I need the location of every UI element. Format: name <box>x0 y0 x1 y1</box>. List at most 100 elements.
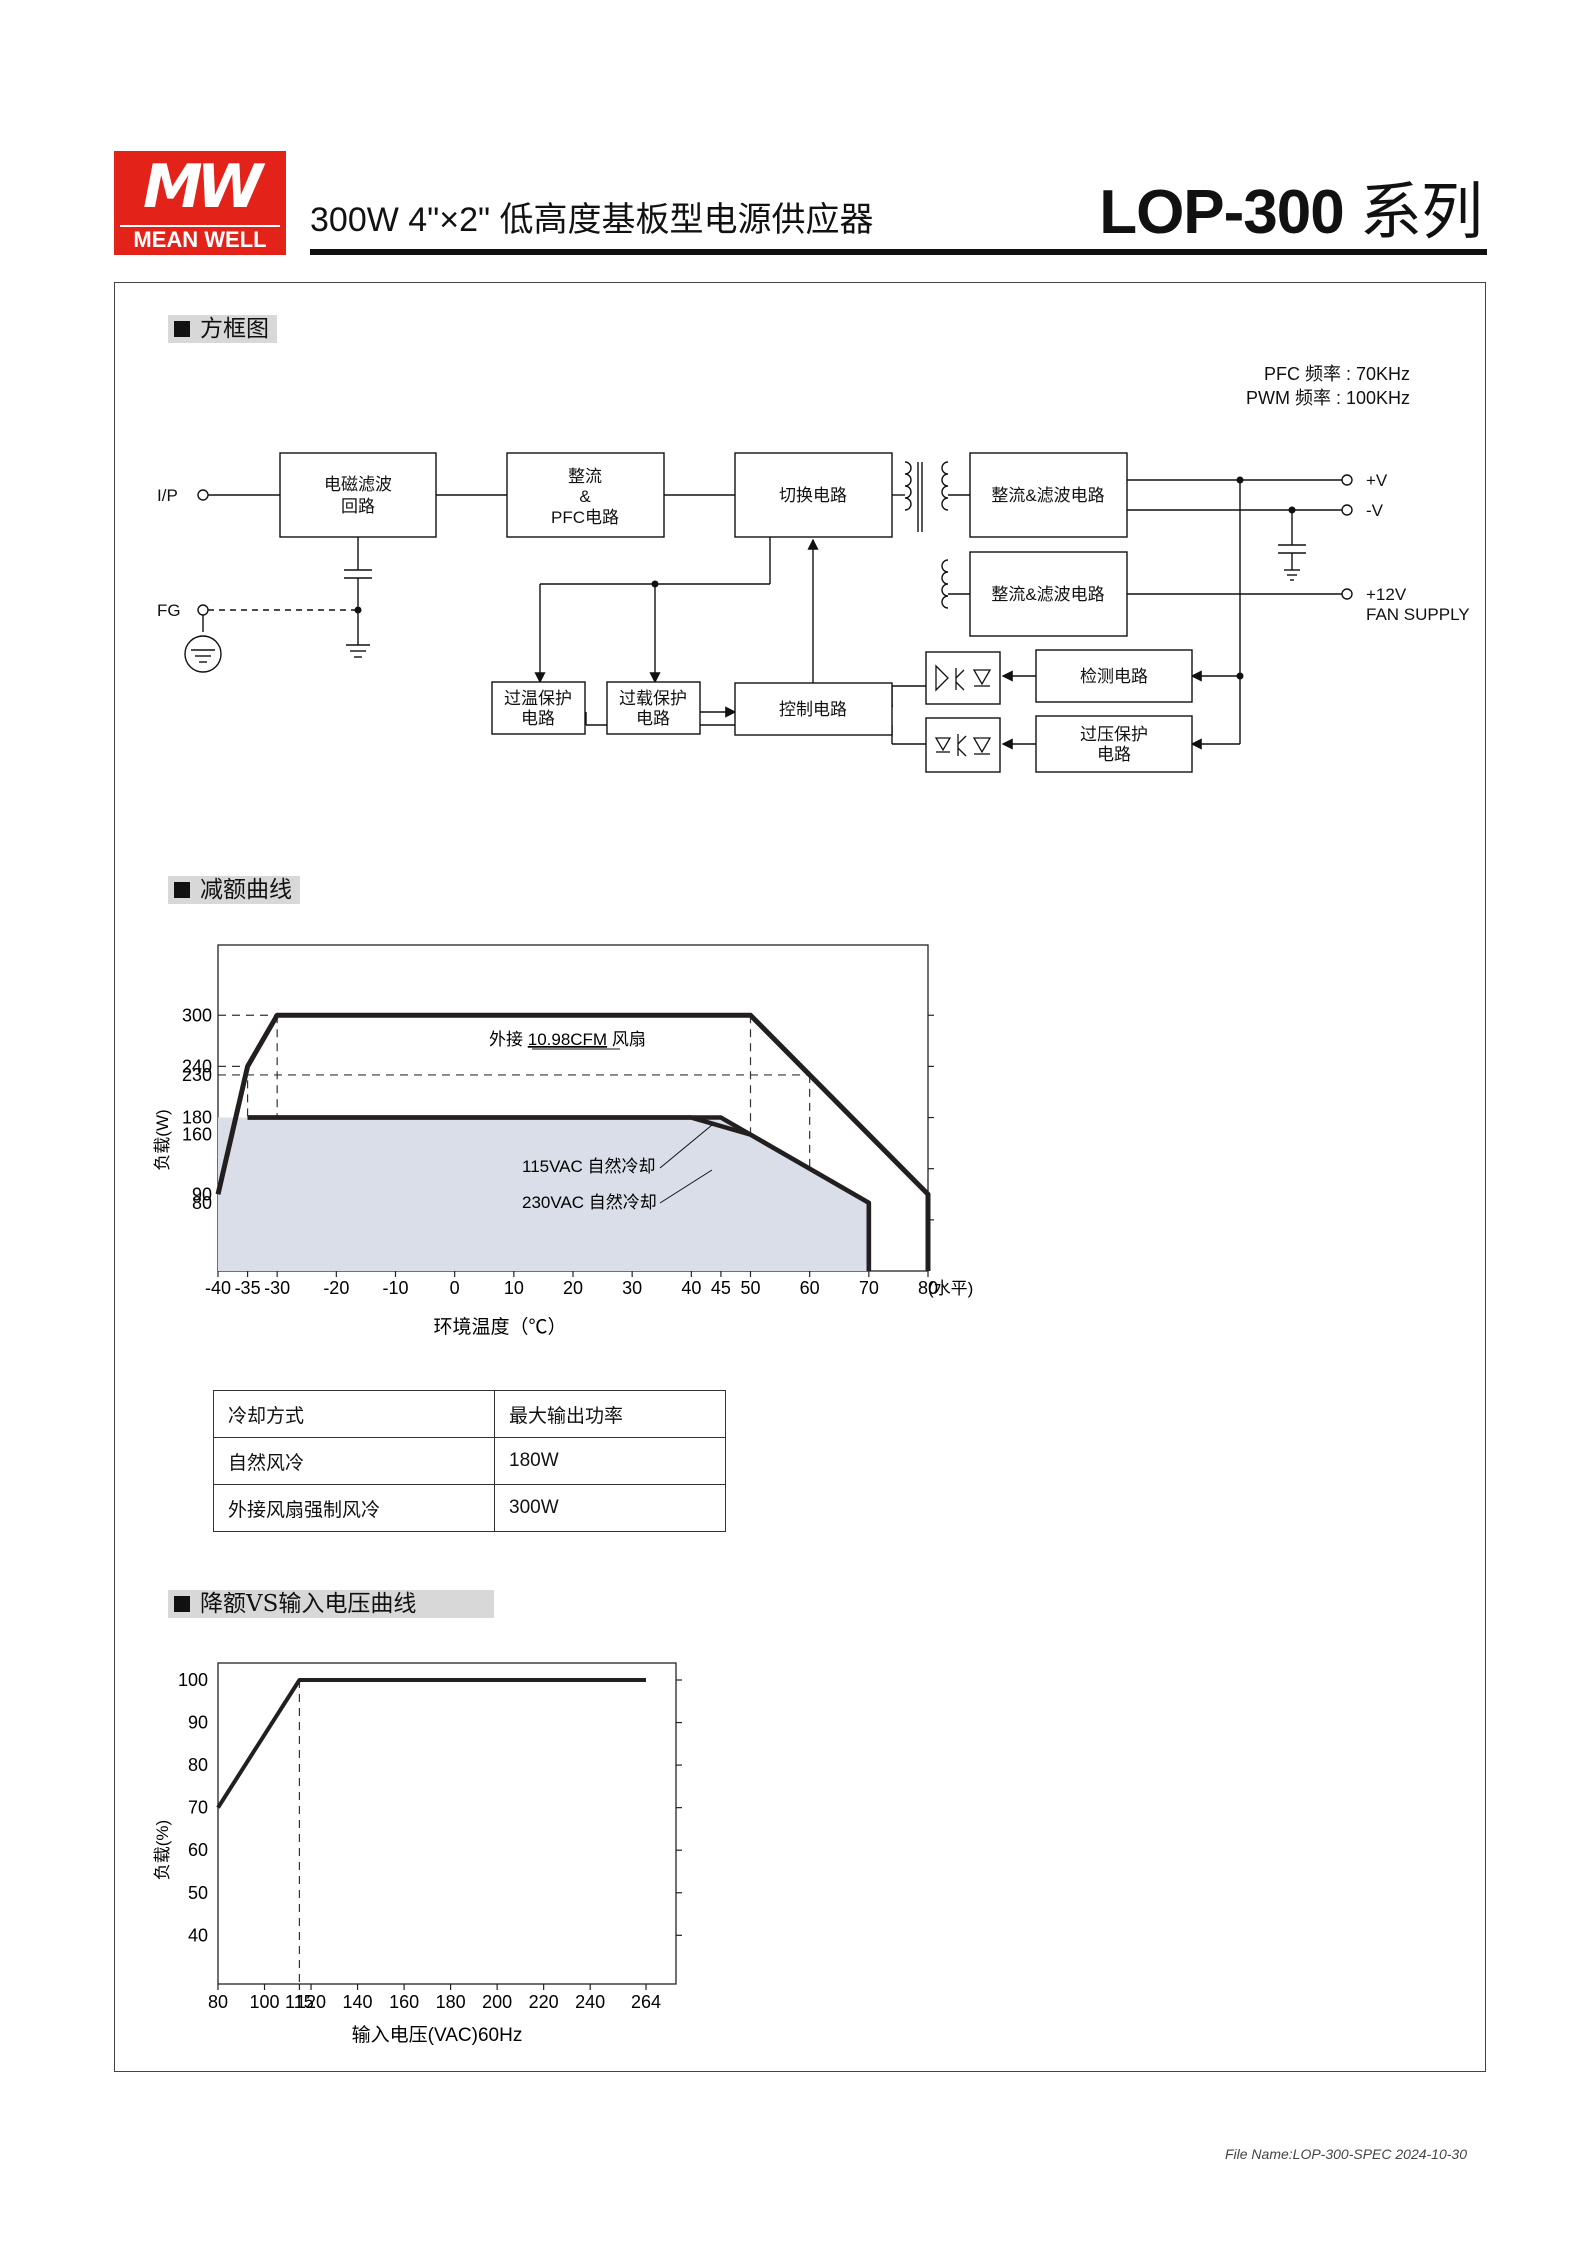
x-tick-label: 70 <box>859 1278 879 1298</box>
model-name: LOP-300 <box>1099 178 1345 247</box>
switch-label: 切换电路 <box>779 486 847 505</box>
x-tick-label: 140 <box>343 1992 373 2012</box>
section-title: 降额VS输入电压曲线 <box>200 1591 417 1617</box>
olp-label-2: 电路 <box>636 709 670 728</box>
logo-text: MEAN WELL <box>120 225 280 253</box>
y-tick-label: 40 <box>188 1925 208 1945</box>
x-unit-label: (水平) <box>928 1279 973 1298</box>
rect-label-2: & <box>579 487 591 506</box>
series-word: 系列 <box>1359 178 1483 247</box>
series-line <box>216 1678 646 1809</box>
otp-block <box>491 681 586 735</box>
table-cell: 外接风扇强制风冷 <box>213 1484 495 1532</box>
x-tick-label: -10 <box>382 1278 408 1298</box>
x-tick-label: 40 <box>681 1278 701 1298</box>
y-axis-label: 负载(W) <box>153 1109 172 1170</box>
optocoupler-1 <box>925 651 1001 705</box>
x-tick-label: 60 <box>800 1278 820 1298</box>
y-tick-label: 160 <box>182 1125 212 1145</box>
detect-block <box>1035 649 1193 703</box>
header-rule <box>310 249 1487 255</box>
table-row: 自然风冷 180W <box>213 1437 726 1485</box>
y-tick-label: 180 <box>182 1108 212 1128</box>
emi-label-2: 回路 <box>341 497 375 516</box>
x-tick-label: 100 <box>249 1992 279 2012</box>
frequency-notes: PFC 频率 : 70KHz PWM 频率 : 100KHz <box>1246 362 1410 410</box>
rectifier-pfc-block <box>506 452 665 538</box>
x-tick-label: 220 <box>529 1992 559 2012</box>
port-fg-label: FG <box>157 601 181 620</box>
label-115vac: 115VAC 自然冷却 <box>522 1157 656 1176</box>
table-cell: 自然风冷 <box>213 1437 495 1485</box>
out-filter-label-1: 整流&滤波电路 <box>991 486 1104 505</box>
plot-frame <box>217 1662 677 1985</box>
section-title: 方框图 <box>200 316 269 342</box>
y-tick-label: 240 <box>182 1056 212 1076</box>
x-tick-label: 80 <box>208 1992 228 2012</box>
x-tick-label: -30 <box>264 1278 290 1298</box>
cooling-table: 冷却方式 最大输出功率 自然风冷 180W 外接风扇强制风冷 300W <box>213 1390 726 1532</box>
square-bullet-icon <box>174 1596 190 1612</box>
switching-block <box>734 452 893 538</box>
control-block <box>734 682 893 736</box>
x-tick-label: 264 <box>631 1992 661 2012</box>
port-vplus-label: +V <box>1366 471 1388 490</box>
y-tick-label: 230 <box>182 1065 212 1085</box>
file-footer: File Name:LOP-300-SPEC 2024-10-30 <box>1224 2146 1467 2162</box>
out-filter-label-2: 整流&滤波电路 <box>991 585 1104 604</box>
port-ip-label: I/P <box>157 486 178 505</box>
x-tick-label: 120 <box>296 1992 326 2012</box>
emi-label-1: 电磁滤波 <box>324 475 392 494</box>
fan-supply-filter-block <box>969 551 1128 637</box>
y-axis-label: 负载(%) <box>153 1820 172 1880</box>
y-tick-label: 50 <box>188 1883 208 1903</box>
rect-label-1: 整流 <box>568 467 602 486</box>
otp-label-2: 电路 <box>521 709 555 728</box>
x-tick-label: -35 <box>235 1278 261 1298</box>
content-frame <box>114 282 1486 2072</box>
y-tick-label: 100 <box>178 1670 208 1690</box>
output-filter-block <box>969 452 1128 538</box>
logo-mark: MW <box>143 152 263 222</box>
series-line <box>247 1115 872 1271</box>
detect-label: 检测电路 <box>1080 667 1148 686</box>
pfc-frequency: PFC 频率 : 70KHz <box>1263 364 1410 384</box>
x-tick-label: -20 <box>323 1278 349 1298</box>
y-tick-label: 90 <box>188 1713 208 1733</box>
section-head-block-diagram: 方框图 <box>168 315 277 343</box>
fan-series-label: 外接 10.98CFM 风扇 <box>489 1030 646 1049</box>
x-tick-label: 240 <box>575 1992 605 2012</box>
x-tick-label: -40 <box>205 1278 231 1298</box>
y-tick-label: 80 <box>188 1755 208 1775</box>
document-title: LOP-300 系列 <box>1099 178 1483 248</box>
optocoupler-2 <box>925 717 1001 773</box>
table-cell: 180W <box>494 1437 726 1485</box>
x-tick-label: 115 <box>285 1992 314 2012</box>
x-tick-label: 30 <box>622 1278 642 1298</box>
block-diagram: 电磁滤波 回路 整流 & PFC电路 切换电路 整流&滤波电路 整流&滤波电路 … <box>157 452 1470 773</box>
table-header: 冷却方式 <box>213 1390 495 1438</box>
olp-block <box>606 681 701 735</box>
ovp-label-1: 过压保护 <box>1080 725 1148 744</box>
x-tick-label: 0 <box>450 1278 460 1298</box>
x-tick-label: 50 <box>740 1278 760 1298</box>
mean-well-logo: MW MEAN WELL <box>114 151 286 255</box>
series-line <box>215 1012 931 1271</box>
pwm-frequency: PWM 频率 : 100KHz <box>1245 388 1410 408</box>
port-vminus-label: -V <box>1366 501 1384 520</box>
rect-label-3: PFC电路 <box>551 508 619 527</box>
emi-filter-block <box>279 452 437 538</box>
square-bullet-icon <box>174 882 190 898</box>
y-tick-label: 80 <box>192 1193 212 1213</box>
section-head-derating: 减额曲线 <box>168 876 300 904</box>
olp-label-1: 过载保护 <box>619 689 687 708</box>
x-tick-label: 20 <box>563 1278 583 1298</box>
otp-label-1: 过温保护 <box>504 689 572 708</box>
y-tick-label: 60 <box>188 1840 208 1860</box>
table-header-row: 冷却方式 最大输出功率 <box>213 1390 726 1438</box>
x-tick-label: 180 <box>436 1992 466 2012</box>
y-tick-label: 300 <box>182 1005 212 1025</box>
ovp-block <box>1035 715 1193 773</box>
